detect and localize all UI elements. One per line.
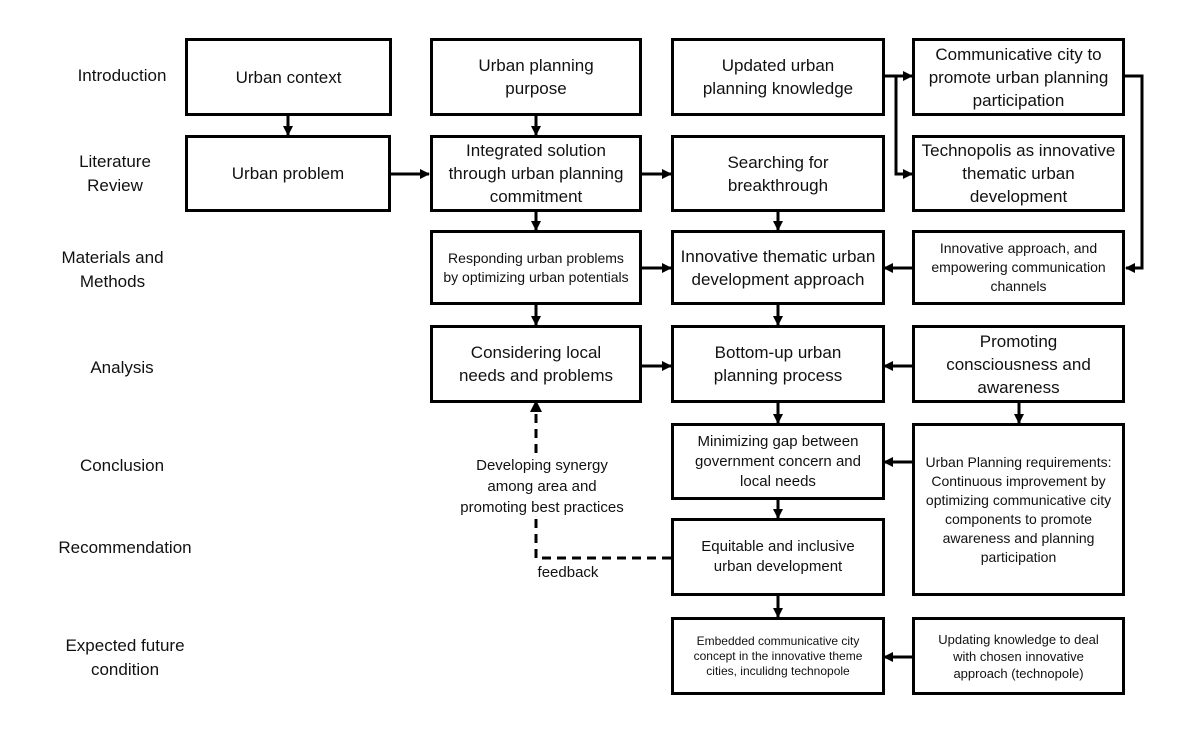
box-updating-knowledge-label: Updating knowledge to deal with chosen i… (938, 631, 1099, 681)
box-integrated-solution: Integrated solution through urban planni… (430, 135, 642, 212)
label-developing-synergy: Developing synergy among area and promot… (452, 455, 632, 518)
box-innovative-approach: Innovative approach, and empowering comm… (912, 230, 1125, 305)
stage-literature-review: Literature Review (79, 152, 151, 195)
box-responding-problems: Responding urban problems by optimizing … (430, 230, 642, 305)
box-minimizing-gap-label: Minimizing gap between government concer… (695, 432, 861, 490)
box-updated-knowledge: Updated urban planning knowledge (671, 38, 885, 116)
box-communicative-city-label: Communicative city to promote urban plan… (928, 44, 1109, 110)
label-feedback: feedback (537, 564, 599, 581)
box-minimizing-gap: Minimizing gap between government concer… (671, 423, 885, 500)
box-urban-context: Urban context (185, 38, 392, 116)
arrow-knowledge-to-technopolis (894, 76, 913, 179)
arrow-communicative-to-approach (1124, 74, 1144, 273)
box-bottom-up-label: Bottom-up urban planning process (713, 343, 843, 385)
stage-analysis: Analysis (90, 358, 154, 377)
box-considering-local-label: Considering local needs and problems (458, 343, 614, 385)
box-urban-planning-purpose-label: Urban planning purpose (478, 56, 594, 98)
box-urban-problem-label: Urban problem (231, 164, 345, 183)
box-technopolis: Technopolis as innovative thematic urban… (912, 135, 1125, 212)
box-innovative-thematic: Innovative thematic urban development ap… (671, 230, 885, 305)
box-promoting-consciousness-label: Promoting consciousness and awareness (946, 331, 1091, 397)
box-searching-breakthrough-label: Searching for breakthrough (727, 152, 829, 195)
box-responding-problems-label: Responding urban problems by optimizing … (443, 249, 629, 285)
stage-expected-future: Expected future condition (65, 636, 185, 679)
box-updated-knowledge-label: Updated urban planning knowledge (702, 56, 854, 98)
box-updating-knowledge: Updating knowledge to deal with chosen i… (912, 617, 1125, 695)
box-equitable-inclusive: Equitable and inclusive urban developmen… (671, 518, 885, 596)
box-urban-planning-purpose: Urban planning purpose (430, 38, 642, 116)
box-bottom-up: Bottom-up urban planning process (671, 325, 885, 403)
box-equitable-inclusive-label: Equitable and inclusive urban developmen… (701, 538, 855, 575)
box-urban-context-label: Urban context (235, 67, 342, 87)
box-urban-problem: Urban problem (185, 135, 391, 212)
box-searching-breakthrough: Searching for breakthrough (671, 135, 885, 212)
box-embedded-concept-label: Embedded communicative city concept in t… (693, 633, 863, 678)
box-planning-requirements-label: Urban Planning requirements: Continuous … (925, 453, 1112, 565)
box-integrated-solution-label: Integrated solution through urban planni… (448, 141, 624, 206)
box-innovative-approach-label: Innovative approach, and empowering comm… (931, 240, 1106, 294)
feedback-arrowhead (530, 400, 542, 412)
box-technopolis-label: Technopolis as innovative thematic urban… (921, 141, 1116, 206)
box-embedded-concept: Embedded communicative city concept in t… (671, 617, 885, 695)
box-considering-local: Considering local needs and problems (430, 325, 642, 403)
stage-materials-methods: Materials and Methods (61, 248, 164, 291)
stage-introduction: Introduction (77, 66, 167, 85)
stage-recommendation: Recommendation (58, 538, 192, 557)
stage-conclusion: Conclusion (79, 456, 165, 475)
box-communicative-city: Communicative city to promote urban plan… (912, 38, 1125, 116)
box-promoting-consciousness: Promoting consciousness and awareness (912, 325, 1125, 403)
box-innovative-thematic-label: Innovative thematic urban development ap… (680, 246, 876, 289)
box-planning-requirements: Urban Planning requirements: Continuous … (912, 423, 1125, 596)
